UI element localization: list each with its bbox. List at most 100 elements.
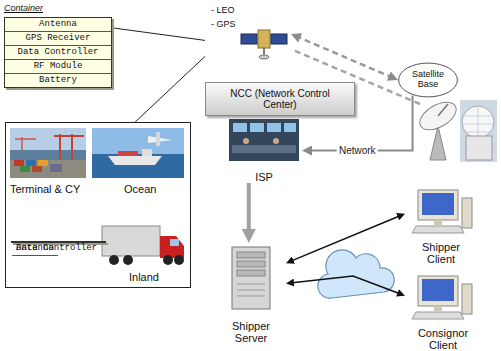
room (229, 119, 299, 161)
node-label: Terminal & CY (10, 183, 80, 195)
sky (92, 128, 184, 154)
box-stack (14, 160, 24, 166)
drive-bay (237, 252, 265, 258)
dish-photo (415, 96, 461, 160)
component-label: Data Controller (12, 242, 101, 255)
component-label: Antenna (5, 18, 111, 32)
aircraft-wing (156, 132, 160, 146)
ship-cargo (118, 151, 138, 156)
box-stack (50, 164, 62, 172)
shipper-server: Shipper Server (216, 243, 286, 344)
row-list-box: AntennaData Controller (11, 241, 106, 243)
satellite-link-arrow (296, 36, 394, 78)
node-label: ISP (255, 171, 273, 183)
solar-panel (241, 34, 257, 44)
wheel (174, 255, 184, 265)
dish-mount (430, 126, 446, 160)
dish-reflector (415, 96, 461, 135)
satellite-body (258, 30, 270, 48)
node-label: Consignor Client (414, 327, 472, 351)
shipper-client: Shipper Client (405, 186, 477, 265)
isp-photo: ISP (226, 118, 302, 183)
ship-hull (108, 156, 162, 165)
radome-tower (466, 136, 492, 160)
box-heading: Container (4, 2, 112, 14)
radome-photo (460, 100, 497, 162)
row-list-box: AntennaGPS ReceiverData ControllerRF Mod… (4, 17, 112, 88)
box-stack (32, 166, 42, 172)
client-icon (412, 276, 472, 319)
radio-link-line (112, 28, 205, 41)
operator (273, 138, 279, 144)
crane (54, 134, 84, 160)
dish-feed (438, 104, 448, 116)
node-label: Ocean (124, 183, 156, 195)
radome-sky (460, 100, 497, 162)
group-ground (5, 122, 191, 288)
consignor-client: Consignor Client (405, 272, 481, 351)
drive-bay (237, 261, 265, 267)
radio-link-line (135, 56, 205, 122)
satellite: - LEO - GPS (205, 2, 291, 66)
data-exchange-arrow (290, 215, 402, 261)
wheel (163, 255, 173, 265)
node-label: Satellite Base (405, 70, 451, 90)
satellite-dish (259, 55, 269, 59)
terminal-photo (10, 128, 86, 178)
keyboard (412, 226, 464, 233)
ncc-box: NCC (Network Control Center) (205, 82, 355, 116)
screen (422, 193, 454, 215)
yard (10, 160, 86, 178)
client-icon (412, 190, 472, 233)
component-label: Data Controller (5, 46, 111, 60)
control-room-photo (229, 119, 299, 161)
isp-server-arrow (247, 183, 251, 236)
node-label: Shipper Server (222, 320, 280, 344)
sky (10, 128, 86, 150)
node-label: - GPS (211, 20, 236, 30)
radome-grid (463, 106, 493, 138)
drive-bay (237, 270, 265, 276)
node-label: - LEO (211, 6, 235, 16)
operator (243, 138, 249, 144)
sea (92, 154, 184, 178)
box-stack (26, 160, 36, 166)
node-label: NCC (Network Control Center) (216, 88, 344, 110)
water (10, 150, 86, 160)
internet-cloud (318, 250, 394, 298)
connector-label: Network (337, 145, 378, 157)
solar-panel (271, 34, 287, 44)
wheel (123, 255, 133, 265)
truck-cab (160, 236, 184, 258)
cab-window (170, 239, 179, 246)
screen (233, 123, 247, 132)
server-case (232, 247, 270, 309)
vent (237, 284, 265, 296)
screen (267, 123, 281, 132)
crane (15, 137, 36, 150)
satellite-figure (241, 30, 287, 59)
monitor-stand (434, 306, 442, 311)
monitor (418, 276, 458, 306)
truck-photo (102, 226, 184, 265)
component-label: GPS Receiver (5, 32, 111, 46)
component-label: RF Module (5, 60, 111, 74)
screen (422, 279, 454, 301)
terminal-group-box: Terminal & CYOceanInlandAntennaData Cont… (5, 122, 191, 288)
box-stack (20, 166, 30, 172)
ship-bridge (142, 149, 152, 156)
screen (284, 123, 296, 132)
monitor-stand (434, 220, 442, 225)
monitor (418, 190, 458, 220)
pc-tower (462, 198, 472, 228)
ellipse-shape (399, 63, 458, 97)
server-icon (232, 247, 270, 309)
pc-tower (462, 284, 472, 314)
keyboard (412, 312, 464, 319)
data-exchange-arrow (290, 276, 401, 294)
device-box: AntennaData Controller (11, 241, 106, 259)
wheel (109, 255, 119, 265)
container-box: ContainerAntennaGPS ReceiverData Control… (4, 2, 112, 88)
screen (250, 123, 264, 132)
